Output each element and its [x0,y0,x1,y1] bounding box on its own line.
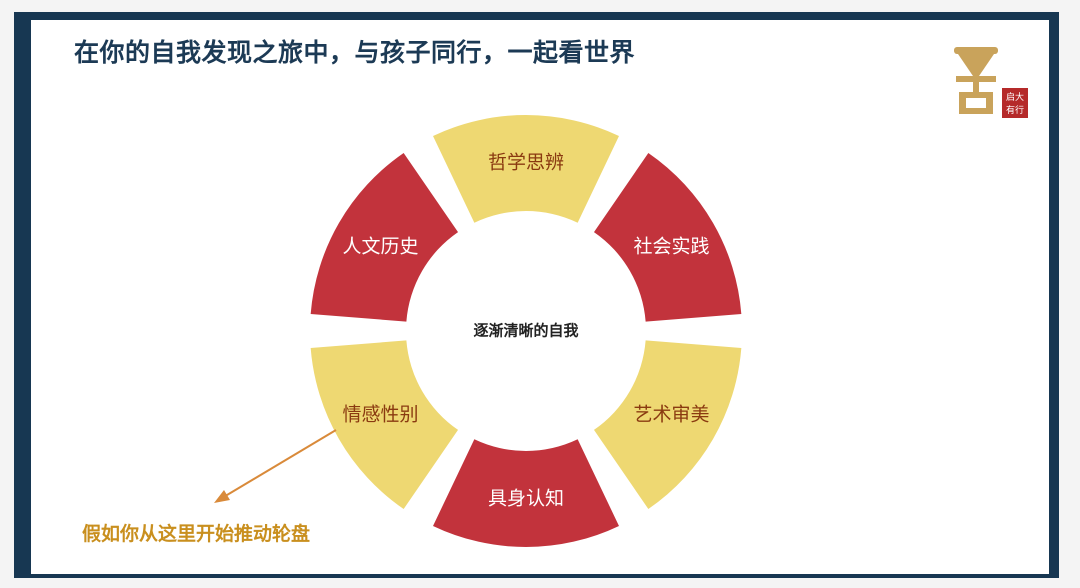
wheel-segment [433,115,619,223]
wheel-segment-label: 具身认知 [488,488,564,510]
slide-title: 在你的自我发现之旅中，与孩子同行，一起看世界 [74,38,636,67]
pointer-arrow-icon [214,429,337,503]
wheel-segment [593,340,742,510]
svg-text:有行: 有行 [1006,104,1024,116]
wheel-center-label: 逐渐清晰的自我 [473,322,578,340]
wheel-segment-label: 人文历史 [342,236,418,258]
wheel-segment-label: 艺术审美 [633,404,709,426]
wheel-segment [593,152,742,322]
wheel-segment-label: 情感性别 [342,404,418,426]
svg-text:启大: 启大 [1006,91,1024,103]
wheel-segment-label: 社会实践 [633,236,709,258]
wheel-segment-label: 哲学思辨 [488,152,564,174]
wheel-caption: 假如你从这里开始推动轮盘 [82,523,311,545]
wheel-segment [310,152,459,322]
wheel-segment [310,340,459,510]
seal-logo-icon: 启大 有行 [954,47,1028,118]
wheel-segment [433,439,619,547]
